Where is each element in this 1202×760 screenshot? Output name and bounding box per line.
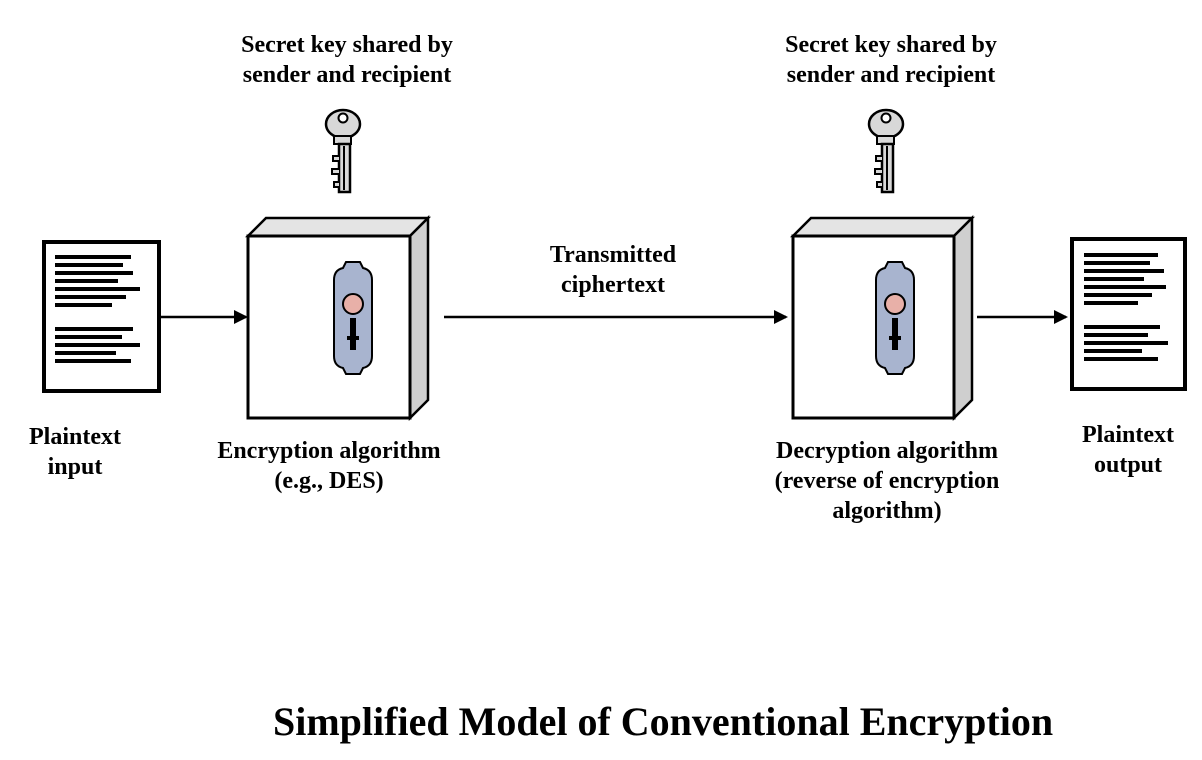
decryption-label-line1: Decryption algorithm <box>776 438 998 464</box>
encryption-lock-icon <box>333 261 373 375</box>
key-label-right-line2: sender and recipient <box>786 62 996 88</box>
encryption-label-line1: Encryption algorithm <box>217 438 441 464</box>
decryption-label-line3: algorithm) <box>832 498 942 524</box>
channel-label: Transmitted ciphertext <box>518 240 708 300</box>
plaintext-input-label: Plaintext input <box>10 422 140 482</box>
plaintext-input-line2: input <box>47 454 103 480</box>
encryption-label-line2: (e.g., DES) <box>274 468 384 494</box>
decryption-lock-icon <box>875 261 915 375</box>
key-label-right: Secret key shared by sender and recipien… <box>754 30 1028 90</box>
title-blank-area <box>58 674 244 750</box>
plaintext-input-document-icon <box>42 240 161 393</box>
plaintext-output-document-icon <box>1070 237 1187 391</box>
decryption-label-line2: (reverse of encryption <box>774 468 1000 494</box>
decryption-label: Decryption algorithm (reverse of encrypt… <box>740 436 1034 526</box>
plaintext-output-line1: Plaintext <box>1082 422 1174 448</box>
plaintext-input-line1: Plaintext <box>29 424 121 450</box>
plaintext-output-label: Plaintext output <box>1058 420 1198 480</box>
channel-label-line2: ciphertext <box>561 272 665 298</box>
secret-key-left-icon <box>324 108 362 194</box>
secret-key-right-icon <box>867 108 905 194</box>
key-label-left: Secret key shared by sender and recipien… <box>210 30 484 90</box>
plaintext-output-line2: output <box>1093 452 1163 478</box>
encryption-label: Encryption algorithm (e.g., DES) <box>187 436 471 496</box>
key-label-left-line1: Secret key shared by <box>241 32 453 58</box>
decryption-box <box>789 214 976 422</box>
figure-title: Simplified Model of Conventional Encrypt… <box>273 699 1054 744</box>
key-label-right-line1: Secret key shared by <box>785 32 997 58</box>
channel-label-line1: Transmitted <box>549 242 677 268</box>
key-label-left-line2: sender and recipient <box>242 62 452 88</box>
encryption-box <box>244 214 432 422</box>
